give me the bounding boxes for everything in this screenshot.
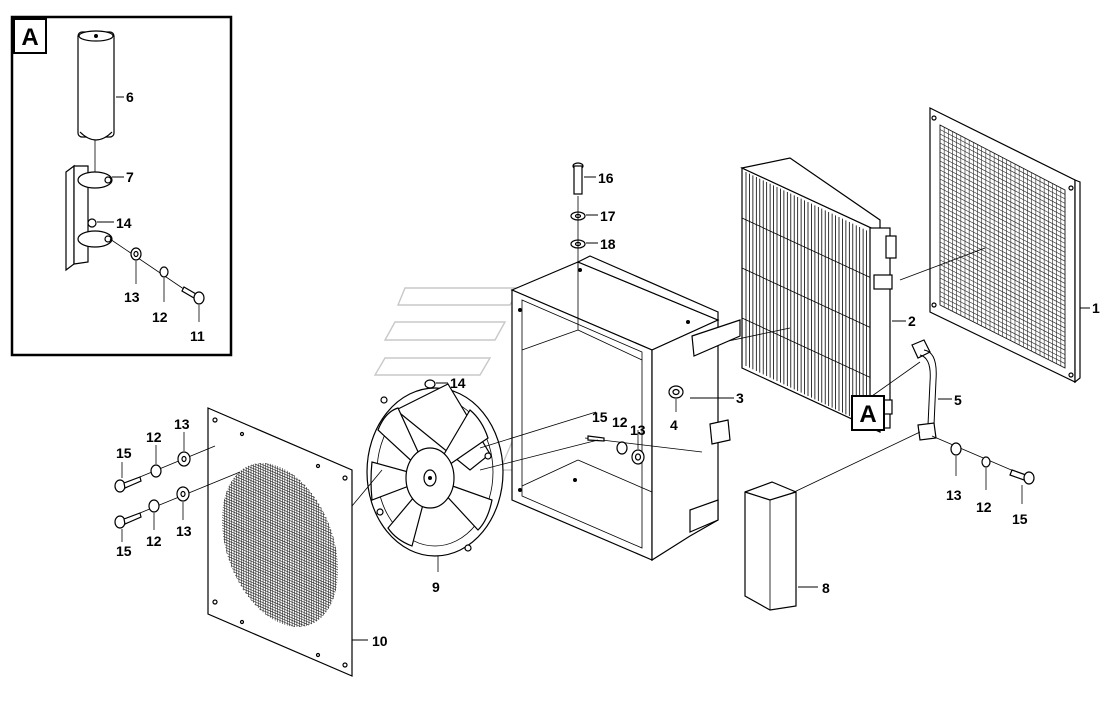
condenser-part-2	[740, 157, 897, 433]
bolt-part-15-right	[1009, 469, 1035, 485]
label-2: 2	[908, 313, 916, 329]
label-11: 11	[190, 328, 205, 344]
lockwasher-part-12-middle	[616, 441, 628, 455]
label-f13a: 13	[174, 416, 190, 432]
washer-part-13-right	[950, 442, 962, 456]
detail-box-label: A	[21, 24, 38, 51]
label-9: 9	[432, 579, 440, 595]
label-a14: 14	[116, 215, 132, 231]
label-a12: 12	[152, 309, 168, 325]
electric-fan-part-9	[366, 383, 504, 557]
clip-part-4	[668, 385, 731, 445]
receiver-drier-part-6	[77, 30, 115, 141]
detail-box-a: A 6 7 14 13 12	[10, 15, 233, 357]
lockwasher-part-12-left-top	[150, 464, 162, 478]
lockwasher-part-12-left-bottom	[148, 499, 160, 513]
label-f13b: 13	[176, 523, 192, 539]
grille-part-1	[929, 107, 1081, 384]
label-8: 8	[822, 580, 830, 596]
bolt-part-15-left-top	[114, 476, 142, 493]
label-f15b: 15	[116, 543, 132, 559]
fan-grille-part-10	[207, 407, 353, 677]
label-f15a: 15	[116, 445, 132, 461]
label-r12: 12	[976, 499, 992, 515]
label-7: 7	[126, 169, 134, 185]
label-16: 16	[598, 170, 614, 186]
callout-detail-a: A	[859, 401, 876, 428]
label-6: 6	[126, 89, 134, 105]
grille-mesh	[939, 124, 1066, 369]
label-r13: 13	[946, 487, 962, 503]
label-1: 1	[1092, 300, 1100, 316]
label-3: 3	[736, 390, 744, 406]
bracket-part-7	[65, 140, 113, 272]
lockwasher-part-12	[159, 266, 169, 278]
label-f12a: 12	[146, 429, 162, 445]
label-m14: 14	[450, 375, 466, 391]
cover-part-8	[744, 481, 797, 611]
label-18: 18	[600, 236, 616, 252]
condenser-fins	[741, 172, 881, 426]
label-5: 5	[954, 392, 962, 408]
label-17: 17	[600, 208, 616, 224]
label-4: 4	[670, 417, 678, 433]
pipe-part-5	[911, 339, 937, 441]
bolt-part-11	[181, 286, 205, 305]
bolt-part-16	[572, 162, 584, 195]
fan-grille-mesh	[221, 462, 339, 628]
nut-part-14	[87, 218, 97, 228]
nut-part-14-fan	[424, 379, 436, 389]
lockwasher-part-12-right	[981, 456, 991, 468]
label-r15: 15	[1012, 511, 1028, 527]
label-m15: 15	[592, 409, 608, 425]
label-m12: 12	[612, 414, 628, 430]
label-f12b: 12	[146, 533, 162, 549]
bolt-part-15-left-bottom	[114, 512, 142, 529]
frame-part-3	[510, 255, 741, 562]
label-a13: 13	[124, 289, 140, 305]
label-10: 10	[372, 633, 388, 649]
